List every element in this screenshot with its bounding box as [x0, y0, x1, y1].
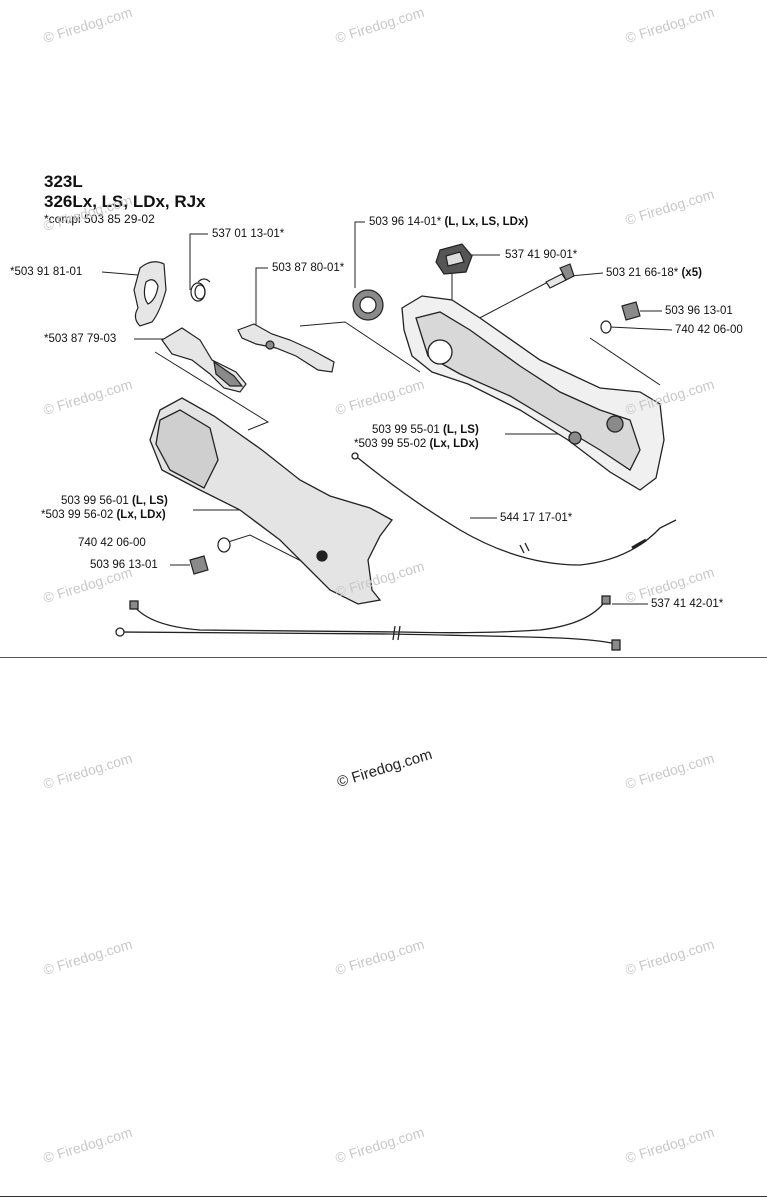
label-503995601-number: 503 99 56-01 [61, 495, 129, 507]
label-537419001: 537 41 90-01* [505, 249, 578, 261]
throttle-cable-part [351, 452, 677, 566]
label-503961301-top: 503 96 13-01 [665, 305, 733, 317]
label-537414201: 537 41 42-01* [651, 598, 724, 610]
model-title-326: 326Lx, LS, LDx, RJx [44, 192, 206, 211]
page-bottom-rule [0, 1196, 767, 1197]
label-544171701: 544 17 17-01* [500, 512, 573, 524]
leader-503878001 [255, 267, 268, 330]
wire-harness-part [115, 595, 621, 651]
label-503995502: *503 99 55-02 (Lx, LDx) [354, 438, 479, 451]
leader-handle-right [589, 337, 661, 386]
throttle-trigger-part [161, 327, 247, 393]
leader-503878001-handle [299, 321, 421, 373]
spring-part [190, 278, 211, 302]
gear-ring-part [352, 289, 384, 321]
label-503995501: 503 99 55-01 (L, LS) [372, 424, 479, 437]
label-503995502-number: *503 99 55-02 [354, 438, 427, 450]
label-503918101: *503 91 81-01 [10, 266, 83, 278]
handle-half-left-part [149, 397, 393, 605]
leader-740420600-top [609, 326, 673, 331]
label-503216618: 503 21 66-18* (x5) [606, 267, 702, 280]
label-503216618-qty: (x5) [681, 267, 702, 279]
label-503995502-models: (Lx, LDx) [429, 438, 479, 450]
label-503878001: 503 87 80-01* [272, 262, 345, 274]
leader-537011301 [189, 233, 208, 290]
screw-part [545, 263, 575, 289]
label-503961301-bottom: 503 96 13-01 [90, 559, 158, 571]
label-537011301: 537 01 13-01* [212, 228, 285, 240]
compl-note: *compl 503 85 29-02 [44, 212, 155, 226]
leader-503961401 [354, 221, 365, 288]
label-503995601: 503 99 56-01 (L, LS) [61, 495, 168, 508]
label-503995501-number: 503 99 55-01 [372, 424, 440, 436]
throttle-lockout-part [237, 323, 335, 373]
label-740420600-top: 740 42 06-00 [675, 324, 743, 336]
label-740420600-bottom: 740 42 06-00 [78, 537, 146, 549]
diagram-bottom-rule [0, 657, 767, 658]
label-503995501-models: (L, LS) [443, 424, 479, 436]
screw-washer-top [600, 301, 641, 334]
label-503995601-models: (L, LS) [132, 495, 168, 507]
handle-half-right-part [401, 295, 665, 491]
label-503216618-number: 503 21 66-18* [606, 267, 679, 279]
label-503995602-number: *503 99 56-02 [41, 509, 114, 521]
clamp-ring-part [133, 261, 167, 327]
leader-503216618 [569, 272, 604, 277]
screw-washer-bottom [189, 537, 231, 575]
model-title-323l: 323L [44, 172, 83, 191]
label-503995602-models: (Lx, LDx) [116, 509, 166, 521]
leader-screw-x5 [471, 281, 549, 323]
leader-740420600-bottom [227, 534, 316, 569]
switch-part [435, 243, 473, 275]
label-503877903: *503 87 79-03 [44, 333, 117, 345]
label-503961401-number: 503 96 14-01* [369, 216, 442, 228]
leader-503918101 [101, 271, 139, 276]
label-503995602: *503 99 56-02 (Lx, LDx) [41, 509, 166, 522]
leader-503877903-housing [154, 351, 270, 431]
label-503961401: 503 96 14-01* (L, Lx, LS, LDx) [369, 216, 528, 229]
label-503961401-models: (L, Lx, LS, LDx) [444, 216, 529, 228]
